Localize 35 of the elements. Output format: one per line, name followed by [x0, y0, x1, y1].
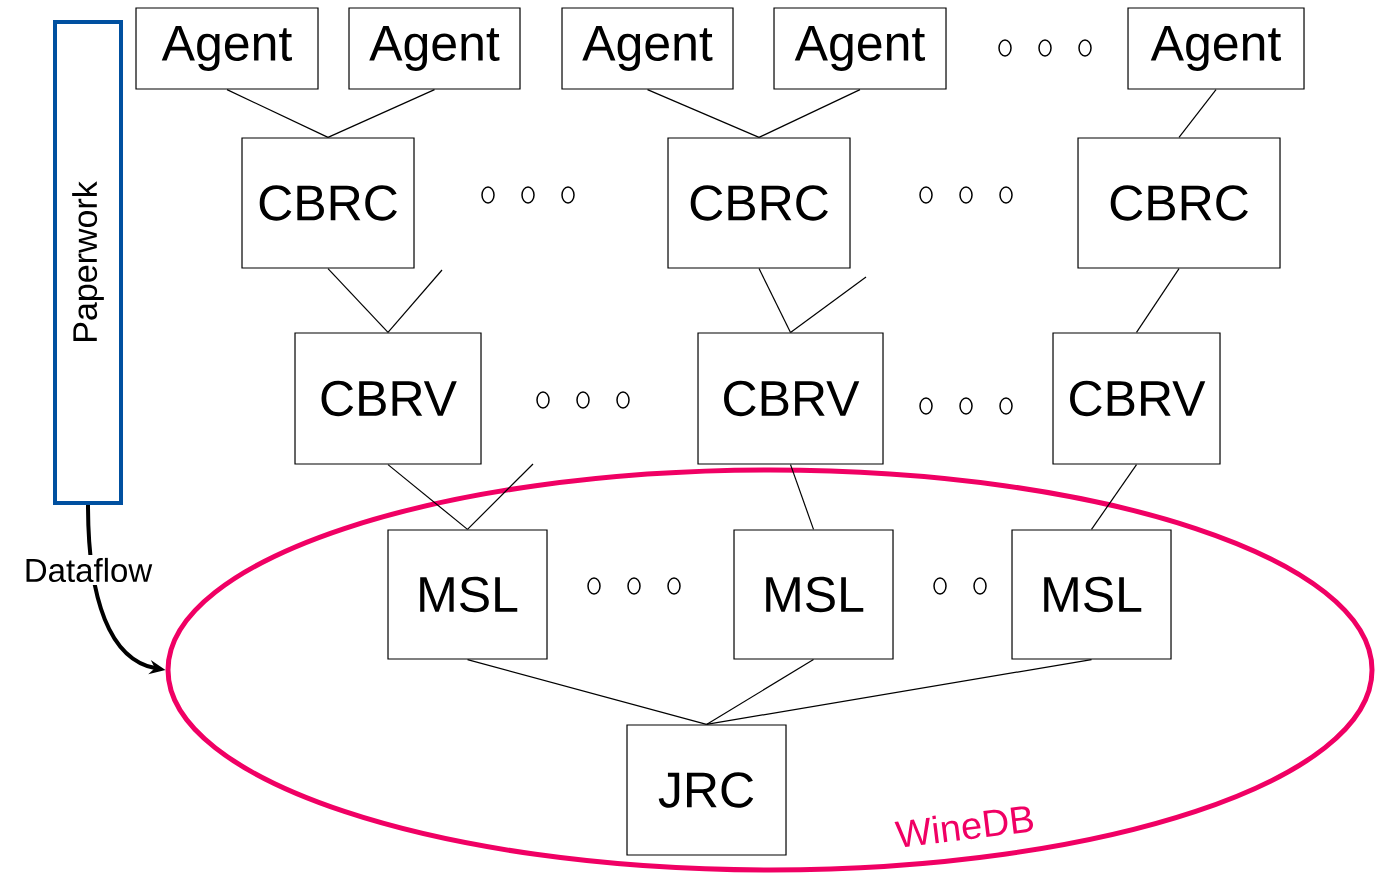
text-box: CBRV [1052, 332, 1221, 465]
connector-line [387, 269, 443, 333]
connector-line [327, 268, 389, 333]
text-box: Agent [561, 7, 734, 90]
connector-line [466, 463, 534, 530]
text-box: MSL [387, 529, 548, 660]
connector-line [646, 89, 760, 138]
text-box: Agent [348, 7, 521, 90]
connector-line [758, 268, 792, 333]
edge-label: Dataflow [20, 554, 156, 586]
connector-line [789, 464, 815, 530]
connector-line [789, 276, 867, 333]
text-box: JRC [626, 724, 787, 856]
connector-line [705, 659, 815, 725]
text-box: Agent [773, 7, 947, 90]
connector-line [1135, 268, 1180, 333]
text-box: Agent [135, 7, 319, 90]
connector-line [1178, 89, 1217, 138]
text-box: Agent [1127, 7, 1305, 90]
text-box: CBRV [294, 332, 482, 465]
connector-line [387, 464, 469, 530]
text-box: CBRV [697, 332, 884, 465]
text-box: CBRC [241, 137, 415, 269]
ellipse-label: WineDB [894, 806, 1033, 847]
connector-line [226, 89, 329, 138]
text-box: MSL [1011, 529, 1172, 660]
text-box: CBRC [667, 137, 851, 269]
connector-line [758, 89, 861, 138]
connector-line [1090, 464, 1138, 530]
text-box: MSL [733, 529, 894, 660]
connector-line [327, 89, 436, 138]
connector-line [705, 659, 1093, 725]
vertical-box: Paperwork [53, 20, 123, 505]
connector-line [466, 659, 708, 725]
text-box: CBRC [1077, 137, 1281, 269]
